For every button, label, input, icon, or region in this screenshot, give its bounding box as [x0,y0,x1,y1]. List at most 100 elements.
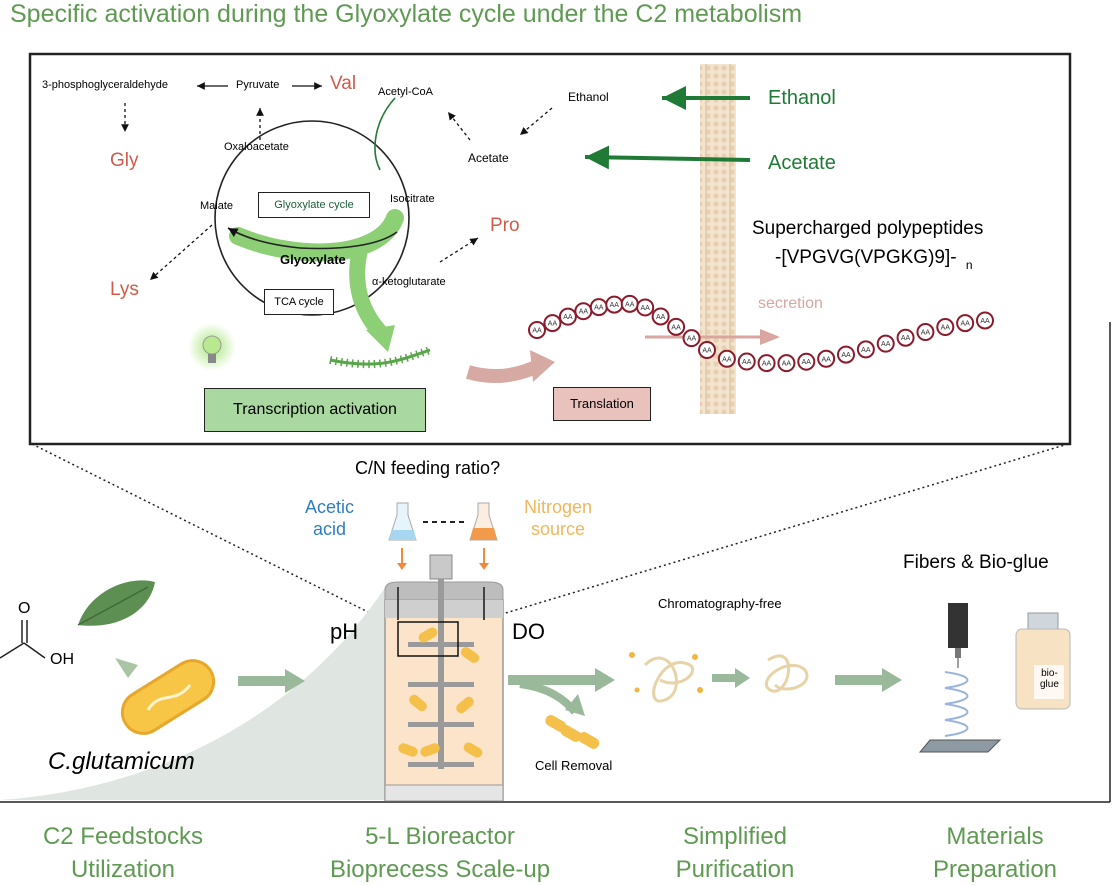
glyoxylate-cycle-box: Glyoxylate cycle [258,192,370,218]
amino-acid-bead [896,328,915,347]
stage-3-line-2: Purification [675,856,795,883]
fibers-icon [643,654,809,703]
amino-acid-label: AA [687,336,697,343]
bio-glue-bottle [1015,612,1071,710]
label-pro: Pro [490,215,520,236]
label-ethanol-outside: Ethanol [768,87,836,109]
label-ethanol: Ethanol [568,90,609,104]
label-lys: Lys [110,279,139,300]
amino-acid-bead [528,321,546,339]
transcription-flow-arrow [349,248,387,338]
amino-acid-label: AA [782,361,792,368]
label-acetate: Acetate [468,151,509,165]
translation-arrow [466,358,544,383]
stage-4-line-2: Preparation [932,856,1058,883]
amino-acid-label: AA [722,356,732,363]
chromatography-free-label: Chromatography-free [658,596,782,611]
amino-acid-label: AA [610,302,620,309]
label-glyoxylate: Glyoxylate [280,252,346,267]
label-acetyl-coa: Acetyl-CoA [378,86,434,98]
zoom-inset-box [28,52,1072,446]
amino-acid-bead [636,298,655,317]
amino-acid-label: AA [594,305,604,312]
amino-acid-label: AA [625,301,635,308]
stage-materials: Materials Preparation [910,820,1080,886]
label-pga: 3-phosphoglyceraldehyde [42,79,168,91]
amino-acid-label: AA [941,325,951,332]
amino-acid-label: AA [762,361,772,368]
stage-2-line-2: Bioprecess Scale-up [329,856,551,883]
nitrogen-source-flask [469,502,498,541]
acetate-uptake-arrow [584,145,751,170]
electrospinning-setup [918,603,1002,753]
amino-acid-bead [797,352,816,371]
label-isocitrate: Isocitrate [390,193,435,205]
amino-acid-label: AA [881,341,891,348]
amino-acid-bead [757,354,776,373]
acetic-acid-flask [388,502,417,541]
amino-acid-bead [558,307,577,326]
label-val: Val [330,73,357,94]
amino-acid-bead [543,314,562,333]
amino-acid-label: AA [802,359,812,366]
removed-cells [545,714,600,749]
organism-label: C.glutamicum [48,748,195,775]
bacterium-icon [120,659,216,735]
stage-feedstocks: C2 Feedstocks Utilization [28,820,218,886]
formula-subscript: n [965,258,973,272]
glyoxylate-shunt-arrow [229,209,404,262]
polypeptide-chain: AA AA AA AA AA AA AA AA AA AA AA AA AA AA AA AA AA AA AA AA… [528,294,994,373]
figure-title: Specific activation during the Glyoxylat… [10,0,803,28]
acetic-line-2: acid [313,519,347,539]
process-arrows [238,668,902,716]
amino-acid-label: AA [702,348,712,355]
label-acetate-outside: Acetate [768,152,836,174]
acetic-line-1: Acetic [305,497,355,517]
amino-acid-label: AA [960,321,970,328]
amino-acid-bead [817,349,836,368]
label-malate: Malate [200,200,234,212]
amino-acid-label: AA [579,309,589,316]
metabolic-cycle-circle [214,120,410,316]
amino-acid-bead [837,345,855,364]
label-secretion: secretion [758,295,823,312]
amino-acid-bead [717,349,736,368]
amino-acid-label: AA [901,335,911,342]
label-pyruvate: Pyruvate [236,79,280,91]
nitrogen-line-2: source [531,519,586,539]
molecule-oh: OH [50,651,74,668]
amino-acid-label: AA [821,356,831,363]
amino-acid-bead [936,318,955,337]
tca-cycle-box: TCA cycle [264,289,334,315]
amino-acid-bead [916,323,935,342]
amino-acid-label: AA [841,352,851,359]
cell-removal-label: Cell Removal [535,758,613,773]
bioglue-line-1: bio- [1041,668,1058,679]
amino-acid-label: AA [921,330,931,337]
stage-bioreactor: 5-L Bioreactor Bioprecess Scale-up [300,820,580,886]
amino-acid-label: AA [656,314,666,321]
amino-acid-label: AA [980,318,990,325]
bioglue-line-2: glue [1040,679,1059,690]
amino-acid-bead [777,354,796,373]
amino-acid-label: AA [563,314,573,321]
molecule-o: O [18,600,31,617]
polypeptide-name: Supercharged polypeptides [752,218,984,239]
amino-acid-bead [856,340,875,359]
amino-acid-label: AA [641,305,651,312]
bioreactor [384,554,504,802]
amino-acid-bead [651,307,670,326]
amino-acid-bead [737,352,756,371]
mrna-strand [329,346,432,369]
growth-curve-area [0,580,390,800]
amino-acid-label: AA [742,359,752,366]
stage-4-line-1: Materials [946,823,1044,850]
stage-1-line-1: C2 Feedstocks [42,823,204,850]
amino-acid-bead [667,317,686,336]
cn-ratio-question: C/N feeding ratio? [355,458,501,478]
label-gly: Gly [110,150,139,171]
bioglue-bottle-label: bio- glue [1040,668,1059,690]
nitrogen-source-label: Nitrogen source [524,496,592,540]
fibers-bioglue-label: Fibers & Bio-glue [903,552,1049,573]
